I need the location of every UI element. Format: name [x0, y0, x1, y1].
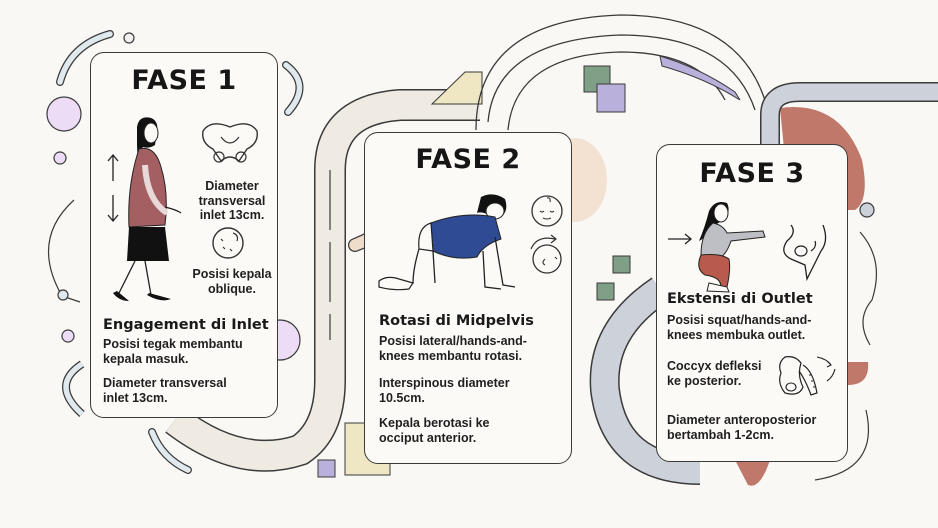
phase-1-heading: Engagement di Inlet — [103, 317, 269, 333]
pale-blue-arc-decoration — [63, 361, 84, 417]
phase-1-title: FASE 1 — [131, 65, 237, 96]
vertical-double-arrow-icon — [107, 153, 119, 223]
phase-3-card: FASE 3 Ekstensi di Outlet Posisi squat/h… — [656, 144, 848, 462]
grey-pipe-decoration — [761, 83, 938, 150]
standing-pregnant-woman-icon — [113, 117, 182, 301]
squatting-woman-icon — [698, 202, 766, 293]
lilac-circle-decoration — [61, 329, 75, 343]
phase-3-title: FASE 3 — [699, 158, 805, 189]
arch-decoration — [487, 34, 756, 123]
terracotta-blob-decoration — [848, 362, 869, 385]
lavender-shape-decoration — [659, 55, 741, 101]
phase-1-card: FASE 1 Diameter transversal inlet 13cm. … — [90, 52, 278, 418]
phase-2-paragraph: Interspinous diameter 10.5cm. — [379, 376, 510, 405]
phase-1-head-caption: Posisi kepala oblique. — [192, 267, 272, 296]
phase-1-paragraph: Diameter transversal inlet 13cm. — [103, 376, 227, 405]
lavender-square-decoration — [596, 83, 626, 113]
green-square-decoration — [596, 282, 615, 301]
phase-3-paragraph: Diameter anteroposterior bertambah 1-2cm… — [667, 413, 817, 442]
thin-curve-decoration — [48, 199, 81, 303]
sand-trapezoid-decoration — [430, 71, 483, 105]
pale-blue-arc-decoration — [283, 62, 303, 115]
terracotta-blob-decoration — [735, 460, 770, 486]
phase-2-title: FASE 2 — [415, 144, 521, 175]
coccyx-deflection-icon — [779, 356, 836, 396]
rotating-head-icon — [530, 234, 562, 274]
baby-face-icon — [531, 195, 563, 227]
pelvis-outlet-icon — [783, 224, 827, 282]
phase-2-paragraph: Posisi lateral/hands-and- knees membantu… — [379, 334, 527, 363]
arch-decoration — [475, 14, 771, 131]
small-circle-decoration — [123, 32, 135, 44]
phase-2-heading: Rotasi di Midpelvis — [379, 313, 534, 329]
squiggle-decoration — [859, 231, 878, 346]
small-circle-decoration — [859, 202, 875, 218]
lavender-square-decoration — [317, 459, 336, 478]
phase-2-card: FASE 2 Rotasi di Midpelvis Posisi latera… — [364, 132, 572, 464]
squiggle-decoration — [814, 409, 870, 481]
pale-blue-arc-decoration — [57, 31, 113, 85]
hands-and-knees-woman-icon — [378, 194, 516, 291]
phase-2-paragraph: Kepala berotasi ke occiput anterior. — [379, 416, 490, 445]
green-square-decoration — [612, 255, 631, 274]
lilac-circle-decoration — [46, 96, 82, 132]
phase-3-paragraph: Coccyx defleksi ke posterior. — [667, 359, 762, 388]
phase-3-heading: Ekstensi di Outlet — [667, 291, 813, 307]
phase-3-paragraph: Posisi squat/hands-and- knees membuka ou… — [667, 313, 812, 342]
fetal-head-icon — [212, 227, 244, 259]
phase-1-pelvis-caption: Diameter transversal inlet 13cm. — [198, 179, 266, 222]
pelvis-icon — [202, 123, 258, 163]
grey-loop-decoration — [591, 278, 701, 484]
phase-1-paragraph: Posisi tegak membantu kepala masuk. — [103, 337, 243, 366]
pale-blue-arc-decoration — [149, 429, 191, 473]
lilac-circle-decoration — [53, 151, 67, 165]
right-arrow-icon — [668, 233, 693, 245]
small-circle-decoration — [57, 289, 69, 301]
beige-tube-decoration — [166, 90, 480, 471]
